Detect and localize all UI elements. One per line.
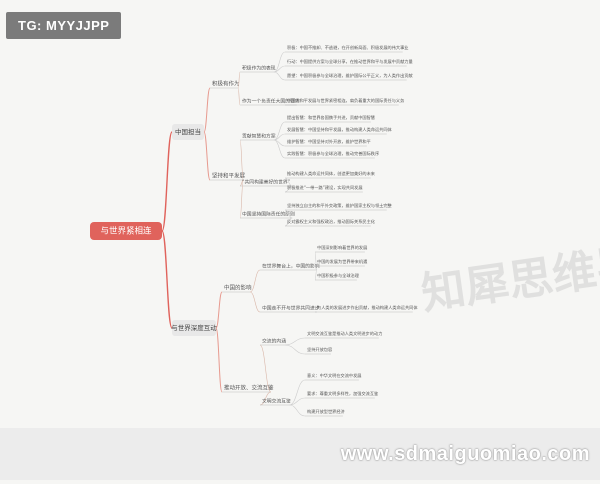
b1-l1-node-1: 坚持和平发展 (212, 172, 246, 180)
b1-l1-1-l2-0-l3-node-1: 发展智慧：中国坚持和平发展，推动构建人类命运共同体 (287, 126, 393, 133)
b1-l1-0-l2-edge-0 (237, 71, 241, 89)
b2-l1-0-l2-0-l3-node-0: 中国深刻影响着世界的发展 (317, 244, 368, 251)
b1-l1-0-l2-node-0: 积极作为的表现 (242, 65, 276, 72)
b1-l1-edge-0 (203, 87, 211, 133)
b1-l1-1-l2-0-l3-node-0: 提出智慧：和世界各国携手共进，贡献中国智慧 (287, 114, 375, 121)
b1-l1-0-l2-0-l3-edge-1 (273, 65, 286, 73)
b1-l1-0-l2-0-l3-edge-0 (273, 51, 286, 73)
b1-l1-0-l2-1-l3-node-0: 中国的和平发展与世界紧密相连，肩负着重大的国际责任与义务 (287, 97, 405, 104)
b2-l1-edge-1 (215, 327, 223, 393)
b2-l1-0-l2-edge-1 (249, 291, 261, 313)
root-node[interactable] (90, 222, 162, 240)
tg-tag-label: TG: MYYJJPP (6, 12, 122, 39)
b1-l1-1-l2-0-l3-node-3: 实践智慧：积极参与全球治理，推动完善国际秩序 (287, 150, 379, 157)
b2-l1-1-l2-node-1: 文明交流互鉴 (262, 398, 291, 405)
b1-l1-1-l2-1-l3-node-1: 积极推进“一带一路”建设，实现共同发展 (287, 184, 363, 191)
b2-l1-edge-0 (215, 291, 223, 329)
b2-l1-node-1: 推动开放、交流互鉴 (224, 384, 274, 392)
b2-l1-1-l2-1-l3-node-0: 意义：中华文明在交流中发展 (307, 372, 362, 379)
b1-l1-0-l2-edge-1 (237, 87, 241, 106)
b1-l1-1-l2-edge-0 (239, 139, 244, 181)
b1-l1-node-0: 积极有作为 (212, 80, 240, 88)
footer-strip: www.sdmaiguomiao.com (0, 428, 600, 480)
b1-l1-1-l2-node-0: 贡献智慧和方案 (242, 133, 276, 140)
b2-l1-0-l2-edge-0 (249, 269, 261, 293)
root-to-branch-1-edge (161, 131, 173, 232)
b2-l1-node-0: 中国的影响 (224, 284, 252, 292)
b1-l1-1-l2-0-l3-node-2: 维护智慧：中国坚持对外开放，维护世界和平 (287, 138, 371, 145)
b2-l1-0-l2-node-0: 在世界舞台上，中国的影响 (262, 263, 320, 270)
b2-l1-1-l2-edge-1 (259, 391, 272, 406)
branch-1-node[interactable] (172, 124, 204, 140)
b1-l1-0-l2-0-l3-node-0: 积极：中国不推卸、不逃避，在开创新局面、积极发展的伟大事业 (287, 44, 408, 51)
b2-l1-1-l2-0-l3-node-0: 文明交流互鉴是推动人类文明进步的动力 (307, 330, 382, 337)
b2-l1-0-l2-node-1: 中国走不开与世界共同进步 (262, 305, 320, 312)
site-url-text: www.sdmaiguomiao.com (340, 443, 590, 465)
b1-l1-1-l2-0-l3-edge-0 (273, 121, 286, 141)
b1-l1-1-l2-0-l3-edge-1 (273, 133, 286, 141)
b2-l1-0-l2-0-l3-node-1: 中国的发展为世界带来机遇 (317, 258, 368, 265)
branch-1-label: 中国担当 (175, 127, 201, 136)
b2-l1-0-l2-1-l3-node-0: 为人类的发展进步作出贡献，推动构建人类命运共同体 (317, 304, 418, 311)
b2-l1-1-l2-node-0: 交流的内涵 (262, 338, 286, 345)
b2-l1-1-l2-1-l3-edge-1 (289, 397, 306, 406)
b2-l1-1-l2-1-l3-node-2: 构建开放型世界经济 (307, 408, 346, 415)
b2-l1-1-l2-0-l3-edge-0 (284, 337, 306, 346)
b2-l1-1-l2-edge-0 (259, 344, 272, 393)
b1-l1-1-l2-edge-2 (239, 179, 244, 219)
b2-l1-1-l2-0-l3-edge-1 (284, 344, 306, 355)
b2-l1-1-l2-1-l3-node-1: 要求：尊重文明多样性，加强交流互鉴 (307, 390, 379, 397)
b1-l1-0-l2-0-l3-node-1: 行动：中国提供方案与全球分享，在推动世界和平与发展中贡献力量 (287, 58, 413, 65)
b2-l1-0-l2-0-l3-node-2: 中国积极参与全球治理 (317, 272, 360, 279)
b1-l1-edge-1 (203, 131, 211, 181)
b1-l1-0-l2-0-l3-node-2: 愿望：中国积极参与全球治理，维护国际公平正义，为人类作出贡献 (287, 72, 413, 79)
b1-l1-1-l2-1-l3-node-0: 推动构建人类命运共同体，创造更加美好的未来 (287, 170, 376, 177)
b1-l1-1-l2-2-l3-node-1: 反对霸权主义和强权政治，推动国际关系民主化 (287, 218, 376, 225)
b1-l1-1-l2-2-l3-node-0: 坚持独立自主的和平外交政策，维护国家主权与领土完整 (287, 202, 393, 209)
b2-l1-1-l2-1-l3-edge-2 (289, 404, 306, 417)
b1-l1-1-l2-node-2: 中国坚持国际责任的原则 (242, 211, 295, 218)
branch-2-label: 与世界深度互动 (171, 323, 217, 332)
branch-2-node[interactable] (172, 320, 216, 336)
b1-l1-1-l2-node-1: “共同构建美好的世界” (242, 179, 291, 186)
b1-l1-0-l2-node-1: 作为一个负责任大国的要求 (242, 98, 300, 105)
root-node-label: 与世界紧相连 (100, 226, 152, 237)
root-to-branch-2-edge (161, 230, 173, 329)
b2-l1-1-l2-0-l3-node-1: 坚持开放包容 (307, 346, 332, 353)
b2-l1-1-l2-1-l3-edge-0 (289, 379, 306, 406)
b1-l1-0-l2-0-l3-edge-2 (273, 71, 286, 81)
b1-l1-1-l2-0-l3-edge-3 (273, 139, 286, 159)
